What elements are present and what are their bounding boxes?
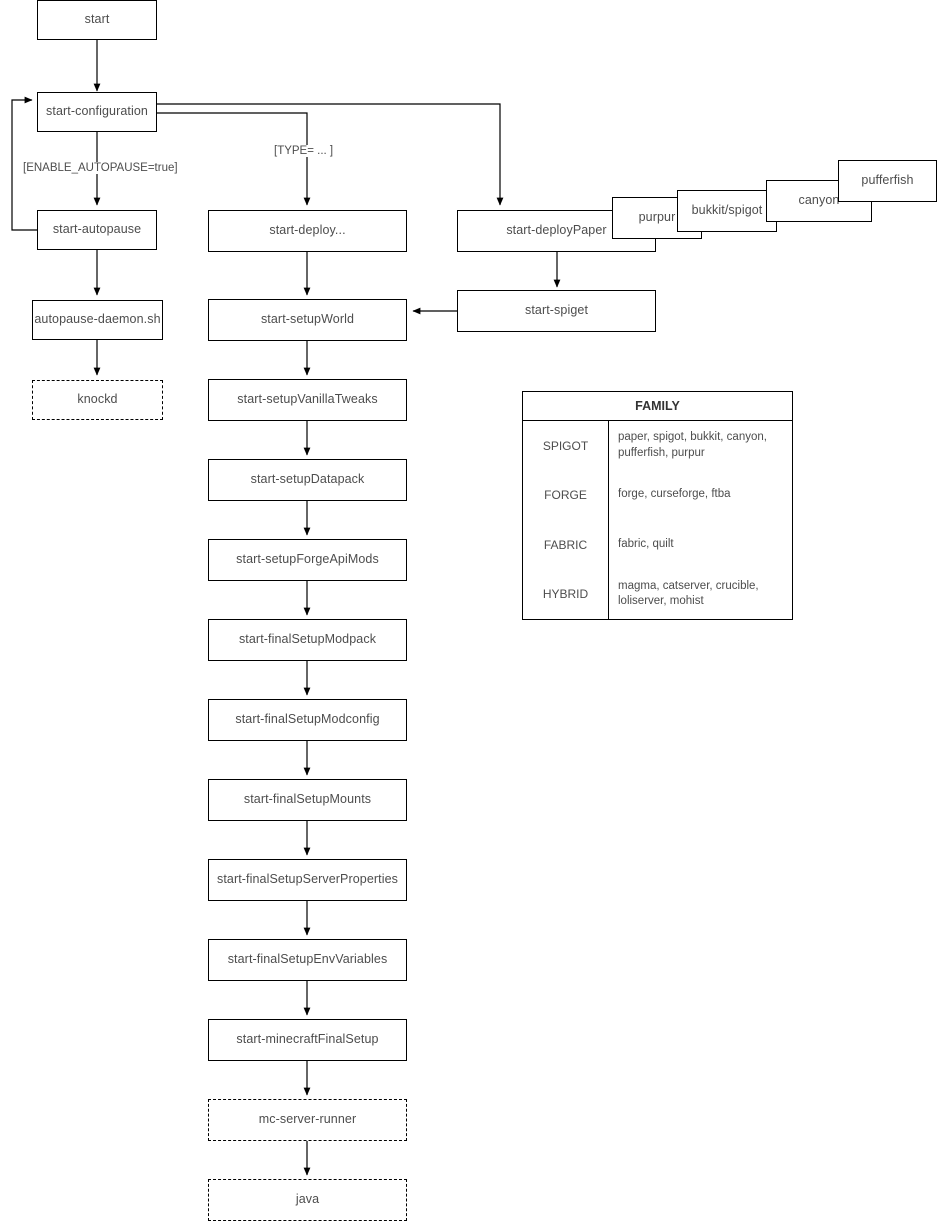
node-start-configuration[interactable]: start-configuration (37, 92, 157, 132)
node-start-deploy[interactable]: start-deploy... (208, 210, 407, 252)
family-members: forge, curseforge, ftba (618, 488, 731, 501)
node-start-spiget[interactable]: start-spiget (457, 290, 656, 332)
node-start-final-setup-server-properties[interactable]: start-finalSetupServerProperties (208, 859, 407, 901)
node-start-final-setup-mounts[interactable]: start-finalSetupMounts (208, 779, 407, 821)
node-start-setup-datapack-label: start-setupDatapack (250, 472, 365, 487)
node-start-final-setup-mounts-label: start-finalSetupMounts (243, 792, 372, 807)
table-row: FABRIC fabric, quilt (523, 520, 792, 570)
node-variant-canyon-label: canyon (798, 193, 840, 208)
node-knockd-label: knockd (77, 392, 118, 407)
node-start-setup-world-label: start-setupWorld (260, 312, 355, 327)
node-autopause-daemon-label: autopause-daemon.sh (34, 312, 161, 327)
edge-label-enable-autopause: [ENABLE_AUTOPAUSE=true] (21, 162, 180, 174)
node-start-final-setup-server-properties-label: start-finalSetupServerProperties (216, 872, 399, 887)
node-start-final-setup-modconfig-label: start-finalSetupModconfig (235, 712, 380, 727)
node-java[interactable]: java (208, 1179, 407, 1221)
node-start-autopause[interactable]: start-autopause (37, 210, 157, 250)
node-start-deploy-paper-label: start-deployPaper (506, 223, 607, 238)
family-key: HYBRID (523, 569, 609, 619)
edge-label-type: [TYPE= ... ] (272, 145, 336, 157)
node-variant-purpur-label: purpur (638, 210, 676, 225)
node-start-setup-forge-api-mods[interactable]: start-setupForgeApiMods (208, 539, 407, 581)
family-members: magma, catserver, crucible, loliserver, … (618, 579, 759, 608)
node-start-spiget-label: start-spiget (524, 303, 589, 318)
node-start-setup-forge-api-mods-label: start-setupForgeApiMods (236, 552, 379, 567)
node-start-final-setup-modpack-label: start-finalSetupModpack (238, 632, 377, 647)
node-variant-bukkit-spigot-label: bukkit/spigot (691, 203, 763, 218)
node-start-final-setup-env-variables[interactable]: start-finalSetupEnvVariables (208, 939, 407, 981)
node-java-label: java (295, 1192, 320, 1207)
family-table-header: FAMILY (523, 392, 792, 421)
node-start-minecraft-final-setup-label: start-minecraftFinalSetup (236, 1032, 379, 1047)
family-key: SPIGOT (523, 421, 609, 471)
node-start-label: start (84, 12, 110, 27)
table-row: SPIGOT paper, spigot, bukkit, canyon, pu… (523, 421, 792, 471)
node-start-setup-datapack[interactable]: start-setupDatapack (208, 459, 407, 501)
family-table: FAMILY SPIGOT paper, spigot, bukkit, can… (522, 391, 793, 620)
node-start-autopause-label: start-autopause (52, 222, 142, 237)
table-row: HYBRID magma, catserver, crucible, lolis… (523, 569, 792, 619)
node-start-configuration-label: start-configuration (46, 104, 148, 119)
node-mc-server-runner[interactable]: mc-server-runner (208, 1099, 407, 1141)
node-variant-bukkit-spigot[interactable]: bukkit/spigot (677, 190, 777, 232)
node-mc-server-runner-label: mc-server-runner (258, 1112, 357, 1127)
node-start-final-setup-modconfig[interactable]: start-finalSetupModconfig (208, 699, 407, 741)
node-start[interactable]: start (37, 0, 157, 40)
node-start-minecraft-final-setup[interactable]: start-minecraftFinalSetup (208, 1019, 407, 1061)
family-members: fabric, quilt (618, 537, 674, 550)
node-start-final-setup-modpack[interactable]: start-finalSetupModpack (208, 619, 407, 661)
family-table-body: SPIGOT paper, spigot, bukkit, canyon, pu… (523, 421, 792, 619)
node-start-deploy-label: start-deploy... (269, 223, 346, 238)
family-key: FABRIC (523, 520, 609, 570)
node-knockd[interactable]: knockd (32, 380, 163, 420)
node-start-setup-vanilla-tweaks-label: start-setupVanillaTweaks (237, 392, 378, 407)
table-row: FORGE forge, curseforge, ftba (523, 470, 792, 520)
node-autopause-daemon[interactable]: autopause-daemon.sh (32, 300, 163, 340)
node-variant-pufferfish[interactable]: pufferfish (838, 160, 937, 202)
node-variant-pufferfish-label: pufferfish (861, 173, 914, 188)
node-start-final-setup-env-variables-label: start-finalSetupEnvVariables (227, 952, 388, 967)
node-start-setup-world[interactable]: start-setupWorld (208, 299, 407, 341)
node-start-setup-vanilla-tweaks[interactable]: start-setupVanillaTweaks (208, 379, 407, 421)
family-members: paper, spigot, bukkit, canyon, pufferfis… (618, 431, 767, 459)
family-key: FORGE (523, 470, 609, 520)
